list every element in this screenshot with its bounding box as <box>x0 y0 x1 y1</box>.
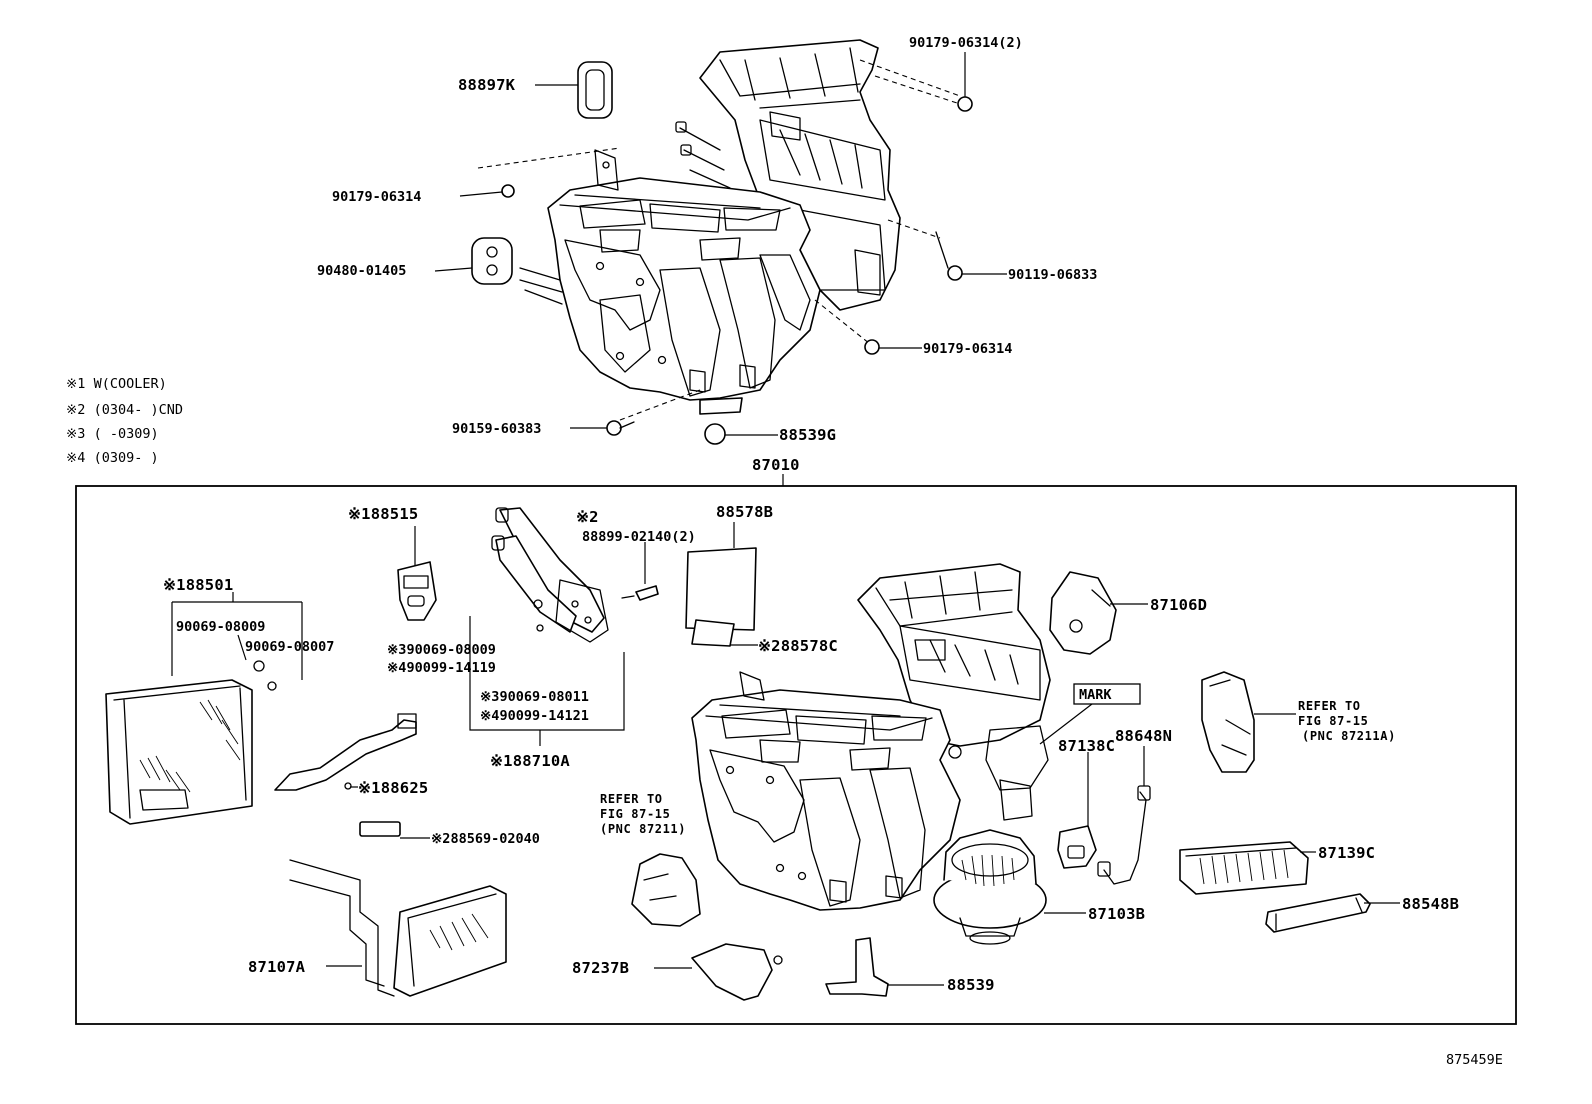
callout-90159-60383: 90159-60383 <box>452 421 541 437</box>
heater-core-87107A <box>289 859 507 997</box>
refer-right-line-2: FIG 87-15 <box>1298 714 1368 728</box>
cover-87237B <box>691 943 783 1001</box>
callout-90069-08009-a: 90069-08009 <box>176 619 265 635</box>
connector-88569-02040 <box>359 821 401 837</box>
callout-90119-06833: 90119-06833 <box>1008 267 1097 283</box>
callout-90480-01405: 90480-01405 <box>317 263 406 279</box>
plug-88539G <box>704 423 726 445</box>
callout-88710A: ※188710A <box>490 752 570 770</box>
callout-90179-06314-b: 90179-06314 <box>923 341 1012 357</box>
footnote-4: ※4 (0309- ) <box>66 450 159 466</box>
callout-88899-02140: 88899-02140(2) <box>582 529 696 545</box>
callout-87138C: 87138C <box>1058 737 1115 755</box>
filter-87139C <box>1179 841 1309 895</box>
callout-87237B: 87237B <box>572 959 629 977</box>
refer-left-line-3: (PNC 87211) <box>600 822 686 836</box>
callout-90179-06314-a: 90179-06314 <box>332 189 421 205</box>
callout-90099-14121: ※490099-14121 <box>480 708 589 724</box>
footnote-legend: ※1 W(COOLER) ※2 (0304- )CND ※3 ( -0309) … <box>66 376 183 466</box>
callout-90069-08007: 90069-08007 <box>245 639 334 655</box>
thermistor-88625 <box>274 713 417 791</box>
footnote-2: ※2 (0304- )CND <box>66 402 183 418</box>
callout-88539: 88539 <box>947 976 995 994</box>
refer-left-line-1: REFER TO <box>600 792 663 806</box>
callout-87107A: 87107A <box>248 958 306 976</box>
plate-88578B <box>685 547 757 631</box>
screw-88899-02140 <box>621 585 659 601</box>
refer-note-right: REFER TO FIG 87-15 (PNC 87211A) <box>1298 699 1396 743</box>
callout-87010: 87010 <box>752 456 800 474</box>
callout-mark2: ※2 <box>576 508 599 526</box>
tube-assembly-88710A <box>491 507 609 643</box>
callout-90069-08011: ※390069-08011 <box>480 689 589 705</box>
harness-88648N <box>1097 785 1151 885</box>
footnote-3: ※3 ( -0309) <box>66 426 159 442</box>
refer-right-line-3: (PNC 87211A) <box>1302 729 1396 743</box>
mark-box: MARK <box>1073 683 1141 705</box>
footnote-1: ※1 W(COOLER) <box>66 376 167 392</box>
screw-90159-60383 <box>606 420 635 436</box>
frame-88548B <box>1265 893 1371 933</box>
mark-label: MARK <box>1079 687 1112 703</box>
callout-87106D: 87106D <box>1150 596 1207 614</box>
blower-motor-87103B <box>933 829 1047 945</box>
plate-88578C <box>691 619 735 647</box>
servo-motor-87106D <box>1049 571 1117 655</box>
grommet-90480-01405 <box>471 237 513 285</box>
drain-hose-88539 <box>825 937 889 997</box>
callout-88515: ※188515 <box>348 505 418 523</box>
duct-87211 <box>631 853 701 927</box>
callout-88569-02040: ※288569-02040 <box>431 831 540 847</box>
refer-right-line-1: REFER TO <box>1298 699 1361 713</box>
callout-87139C: 87139C <box>1318 844 1375 862</box>
callout-88548B: 88548B <box>1402 895 1459 913</box>
callout-88578C: ※288578C <box>758 637 838 655</box>
callout-88648N: 88648N <box>1115 727 1172 745</box>
upper-housing-assembly <box>477 39 961 421</box>
refer-left-line-2: FIG 87-15 <box>600 807 670 821</box>
assembly-87010-box <box>75 485 1517 1025</box>
screw-90179-06314-b <box>864 339 880 355</box>
callout-90099-14119: ※490099-14119 <box>387 660 496 676</box>
figure-id: 875459E <box>1446 1052 1503 1068</box>
lower-housing-assembly <box>691 563 1051 911</box>
resistor-87138C <box>1057 825 1097 869</box>
expansion-valve-88515 <box>397 561 437 621</box>
callout-87103B: 87103B <box>1088 905 1145 923</box>
evaporator-88501 <box>105 679 253 825</box>
duct-87211A <box>1201 671 1255 773</box>
callout-88897K: 88897K <box>458 76 516 94</box>
callout-88501: ※188501 <box>163 576 233 594</box>
callout-88625: ※188625 <box>358 779 428 797</box>
callout-88539G: 88539G <box>779 426 836 444</box>
callout-88578B: 88578B <box>716 503 773 521</box>
screw-90179-06314-2 <box>957 96 973 112</box>
refer-note-left: REFER TO FIG 87-15 (PNC 87211) <box>600 792 686 836</box>
screw-90179-06314-a <box>501 184 515 198</box>
grommet-88897K <box>577 61 613 119</box>
bolt-90119-06833 <box>935 231 963 281</box>
callout-90069-08009-b: ※390069-08009 <box>387 642 496 658</box>
callout-90179-06314-2: 90179-06314(2) <box>909 35 1023 51</box>
